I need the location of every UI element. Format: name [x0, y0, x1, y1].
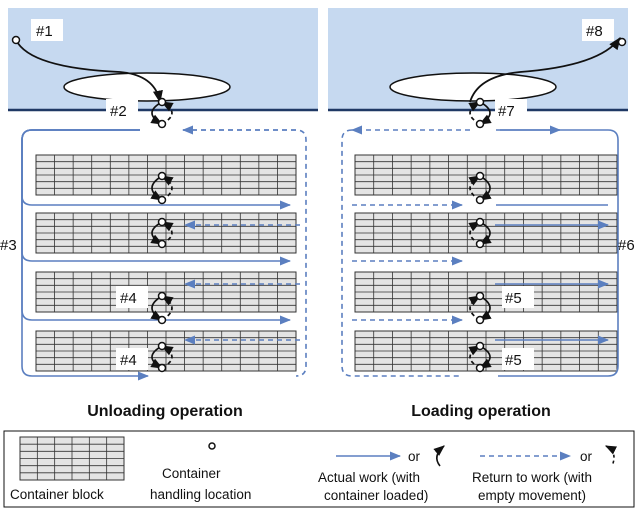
cycle-left-block2-location-b: [157, 239, 167, 249]
vessel-right: [389, 72, 557, 102]
cycle-left-block1: [150, 171, 174, 205]
container-block-right-1: [354, 154, 618, 196]
legend-actual-line1: Actual work (with: [318, 470, 420, 485]
cycle-step7-location-b: [475, 119, 485, 129]
handling-location-1: [11, 35, 21, 45]
cycle-step4a: [150, 291, 174, 325]
routes-loading: [341, 125, 619, 377]
container-blocks: [35, 154, 618, 372]
label-step8: #8: [586, 23, 603, 40]
container-block-right-2: [354, 212, 618, 254]
cycle-right-block2-location-a: [475, 217, 485, 227]
container-block-left-3: [35, 271, 297, 313]
cycle-right-block2-location-b: [475, 239, 485, 249]
caption-unloading: Unloading operation: [87, 403, 243, 420]
legend-frame: [3, 430, 635, 508]
container-block-left-4: [35, 330, 297, 372]
caption-loading: Loading operation: [411, 403, 551, 420]
legend-location-icon: [208, 442, 216, 450]
cycle-step4b-location-a: [157, 341, 167, 351]
legend-block-label: Container block: [10, 487, 104, 502]
cycle-step2-location-a: [157, 97, 167, 107]
legend-or-1: or: [408, 449, 421, 464]
cycle-step4a-location-a: [157, 291, 167, 301]
cycle-right-block2: [468, 217, 492, 249]
legend-location-line2: handling location: [150, 487, 251, 502]
label-step4b: #4: [120, 352, 137, 369]
cycle-step7: [468, 97, 492, 129]
cycle-right-block1: [468, 171, 492, 205]
cycle-step5b: [468, 341, 492, 373]
vessel-left: [63, 72, 231, 102]
cycle-step5a-location-a: [475, 291, 485, 301]
cycle-step5a-location-b: [475, 315, 485, 325]
cycle-step5b-location-b: [475, 363, 485, 373]
cycle-left-block1-location-a: [157, 171, 167, 181]
legend-return-curve: [604, 445, 618, 467]
routes-unloading: [21, 125, 307, 381]
legend-actual-curve: [433, 445, 445, 467]
label-step5b: #5: [505, 352, 522, 369]
label-step4a: #4: [120, 290, 137, 307]
label-step5a: #5: [505, 290, 522, 307]
legend-return-line1: Return to work (with: [472, 470, 592, 485]
container-block-right-3: [354, 271, 618, 313]
cycle-step5a: [468, 291, 492, 325]
cycle-step7-location-a: [475, 97, 485, 107]
step-labels: #1 #2 #3 #4 #4 #5 #5 #6 #7 #8: [0, 19, 635, 370]
label-step3: #3: [0, 237, 17, 254]
cycle-left-block2-location-a: [157, 217, 167, 227]
label-step7: #7: [498, 103, 515, 120]
cycle-step4a-location-b: [157, 315, 167, 325]
cycle-step4b-location-b: [157, 363, 167, 373]
label-step1: #1: [36, 23, 53, 40]
cycle-step5b-location-a: [475, 341, 485, 351]
legend-block-grid: [19, 436, 125, 481]
legend-location-line1: Container: [162, 466, 221, 481]
cycle-step2-location-b: [157, 119, 167, 129]
handling-cycles: [150, 97, 492, 373]
label-step6: #6: [618, 237, 635, 254]
arrow-step1: [15, 39, 163, 104]
legend-return-line2: empty movement): [478, 488, 586, 503]
label-step2: #2: [110, 103, 127, 120]
cycle-left-block2: [150, 217, 174, 249]
legend-actual-line2: container loaded): [324, 488, 428, 503]
handling-location-8: [617, 37, 627, 47]
cycle-step4b: [150, 341, 174, 373]
legend: Container block Container handling locat…: [3, 430, 635, 508]
cycle-right-block1-location-a: [475, 171, 485, 181]
cycle-step2: [150, 97, 174, 129]
arrow-step8: [469, 36, 621, 103]
cycle-right-block1-location-b: [475, 195, 485, 205]
legend-or-2: or: [580, 449, 593, 464]
legend-block-icon: [19, 436, 125, 481]
cycle-left-block1-location-b: [157, 195, 167, 205]
container-block-left-2: [35, 212, 297, 254]
